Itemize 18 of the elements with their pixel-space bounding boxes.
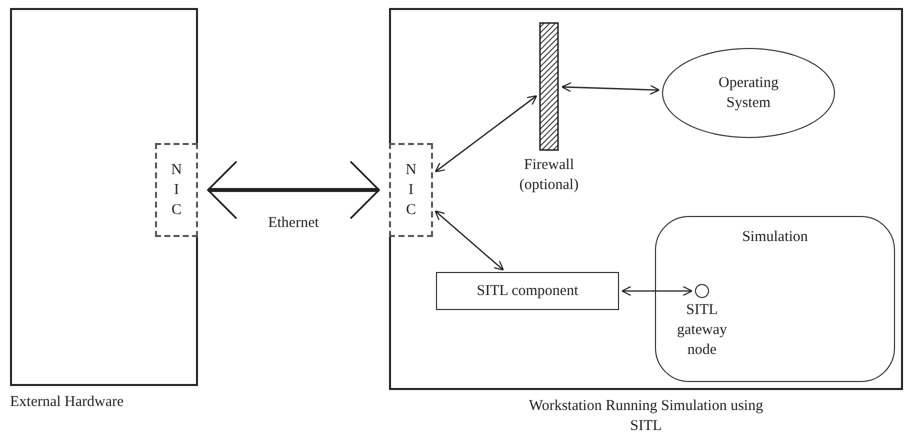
- node-label: SITL gateway node: [676, 301, 728, 360]
- frame-caption: External Hardware: [10, 393, 124, 412]
- arrow: [434, 210, 504, 271]
- frame-caption: Workstation Running Simulation using SITL: [528, 397, 764, 436]
- box-title: Simulation: [742, 228, 808, 247]
- firewall-label: Firewall (optional): [518, 156, 580, 195]
- arrow: [621, 286, 693, 296]
- nic-box: [389, 143, 433, 237]
- double-arrow: [207, 160, 380, 220]
- nic-label: N I C: [405, 161, 417, 220]
- node-label: Operating System: [718, 74, 780, 113]
- component-box: [436, 272, 619, 310]
- nic-box: [155, 143, 198, 237]
- arrow: [561, 82, 660, 95]
- arrow: [434, 95, 538, 172]
- simulation-box: [655, 216, 895, 382]
- node-label: SITL component: [476, 282, 578, 301]
- nic-label: N I C: [170, 161, 182, 220]
